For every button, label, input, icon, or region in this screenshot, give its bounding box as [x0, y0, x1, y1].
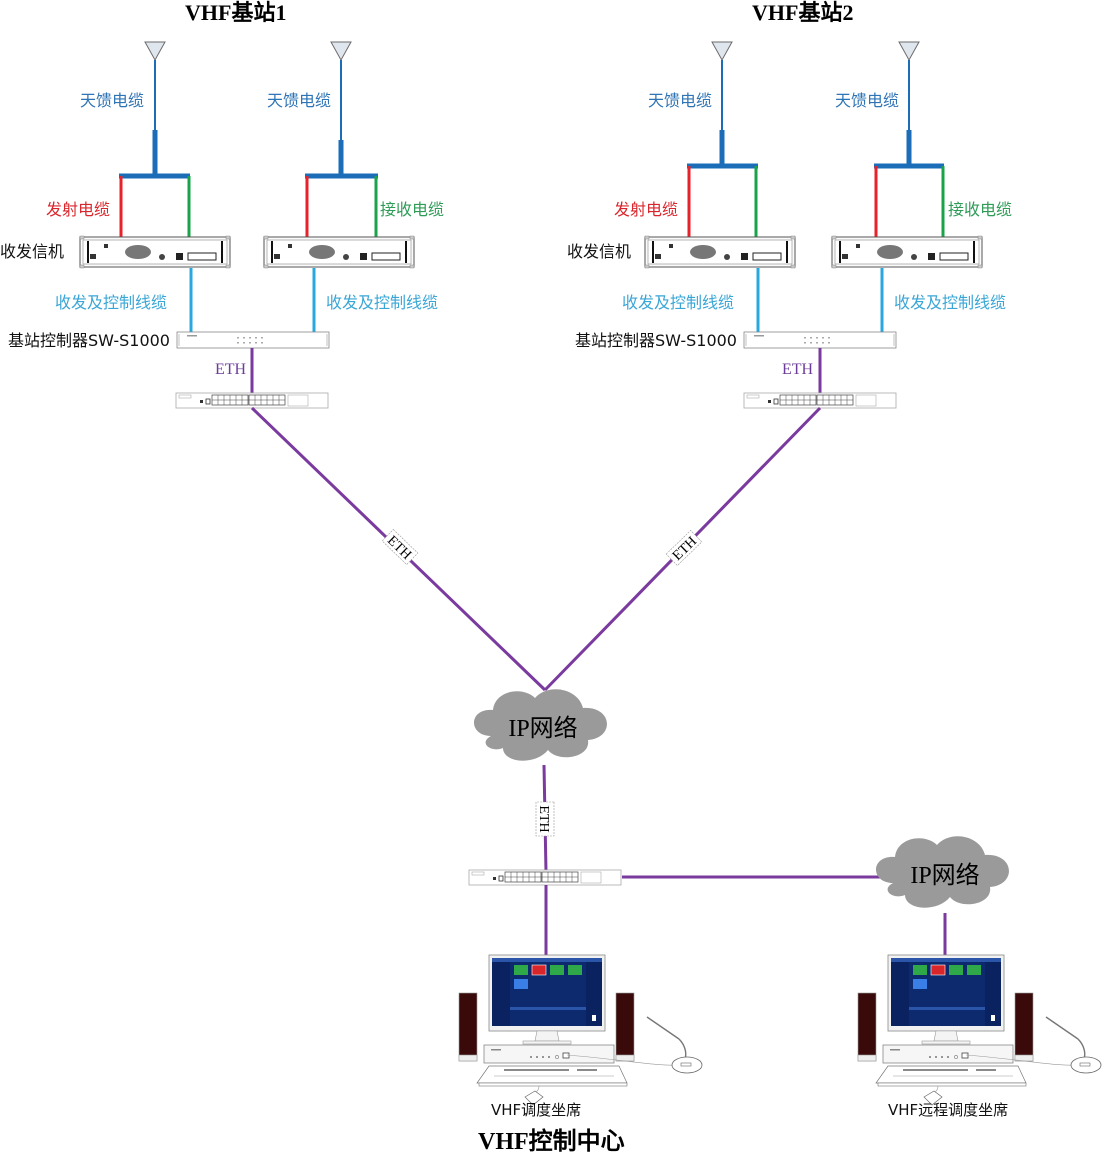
antenna-cable-label: 天馈电缆	[267, 91, 332, 110]
remote-dispatch-console-label: VHF远程调度坐席	[888, 1101, 1009, 1119]
network-switch	[175, 392, 329, 409]
center-network-switch	[468, 869, 622, 886]
control-cable-label: 收发及控制线缆	[326, 293, 439, 312]
control-cable-label: 收发及控制线缆	[55, 293, 168, 312]
antenna-icon	[144, 41, 166, 61]
control-cable-label: 收发及控制线缆	[894, 293, 1007, 312]
cloud-label: IP网络	[508, 715, 577, 742]
controller-label: 基站控制器SW-S1000	[8, 331, 170, 350]
transceiver-device	[831, 235, 983, 269]
eth-label: ETH	[782, 361, 814, 378]
transceiver-device	[644, 235, 796, 269]
eth-tag-down: ETH	[535, 801, 555, 837]
controller-label: 基站控制器SW-S1000	[575, 331, 737, 350]
network-switch	[743, 392, 897, 409]
antenna-cable-label: 天馈电缆	[648, 91, 713, 110]
remote-dispatch-console	[857, 954, 1102, 1106]
station-2-title: VHF基站2	[752, 0, 854, 25]
antenna-cable-label: 天馈电缆	[835, 91, 900, 110]
antenna-icon	[330, 41, 352, 61]
remote-ip-network-cloud: IP网络	[875, 836, 1009, 908]
transceiver-device	[79, 235, 231, 269]
dispatch-console	[458, 954, 703, 1106]
transceiver-device	[263, 235, 415, 269]
antenna-icon	[711, 41, 733, 61]
eth-tag-label: ETH	[536, 805, 551, 832]
transceiver-label: 收发信机	[567, 242, 632, 261]
eth-tag-left: ETH	[381, 529, 419, 565]
rx-cable-label: 接收电缆	[380, 200, 445, 219]
station-1	[79, 41, 415, 409]
station-2	[644, 41, 983, 409]
tx-cable-label: 发射电缆	[614, 200, 679, 219]
cloud-label: IP网络	[910, 862, 979, 889]
antenna-icon	[898, 41, 920, 61]
control-center-title: VHF控制中心	[478, 1129, 625, 1155]
eth-label: ETH	[215, 361, 247, 378]
control-cable-label: 收发及控制线缆	[622, 293, 735, 312]
tx-cable-label: 发射电缆	[46, 200, 111, 219]
base-station-controller	[743, 331, 897, 349]
base-station-controller	[176, 331, 330, 349]
transceiver-label: 收发信机	[0, 242, 65, 261]
station-1-title: VHF基站1	[185, 0, 287, 25]
antenna-cable-label: 天馈电缆	[80, 91, 145, 110]
rx-cable-label: 接收电缆	[948, 200, 1013, 219]
ip-network-cloud: IP网络	[473, 689, 607, 761]
dispatch-console-label: VHF调度坐席	[491, 1101, 582, 1119]
